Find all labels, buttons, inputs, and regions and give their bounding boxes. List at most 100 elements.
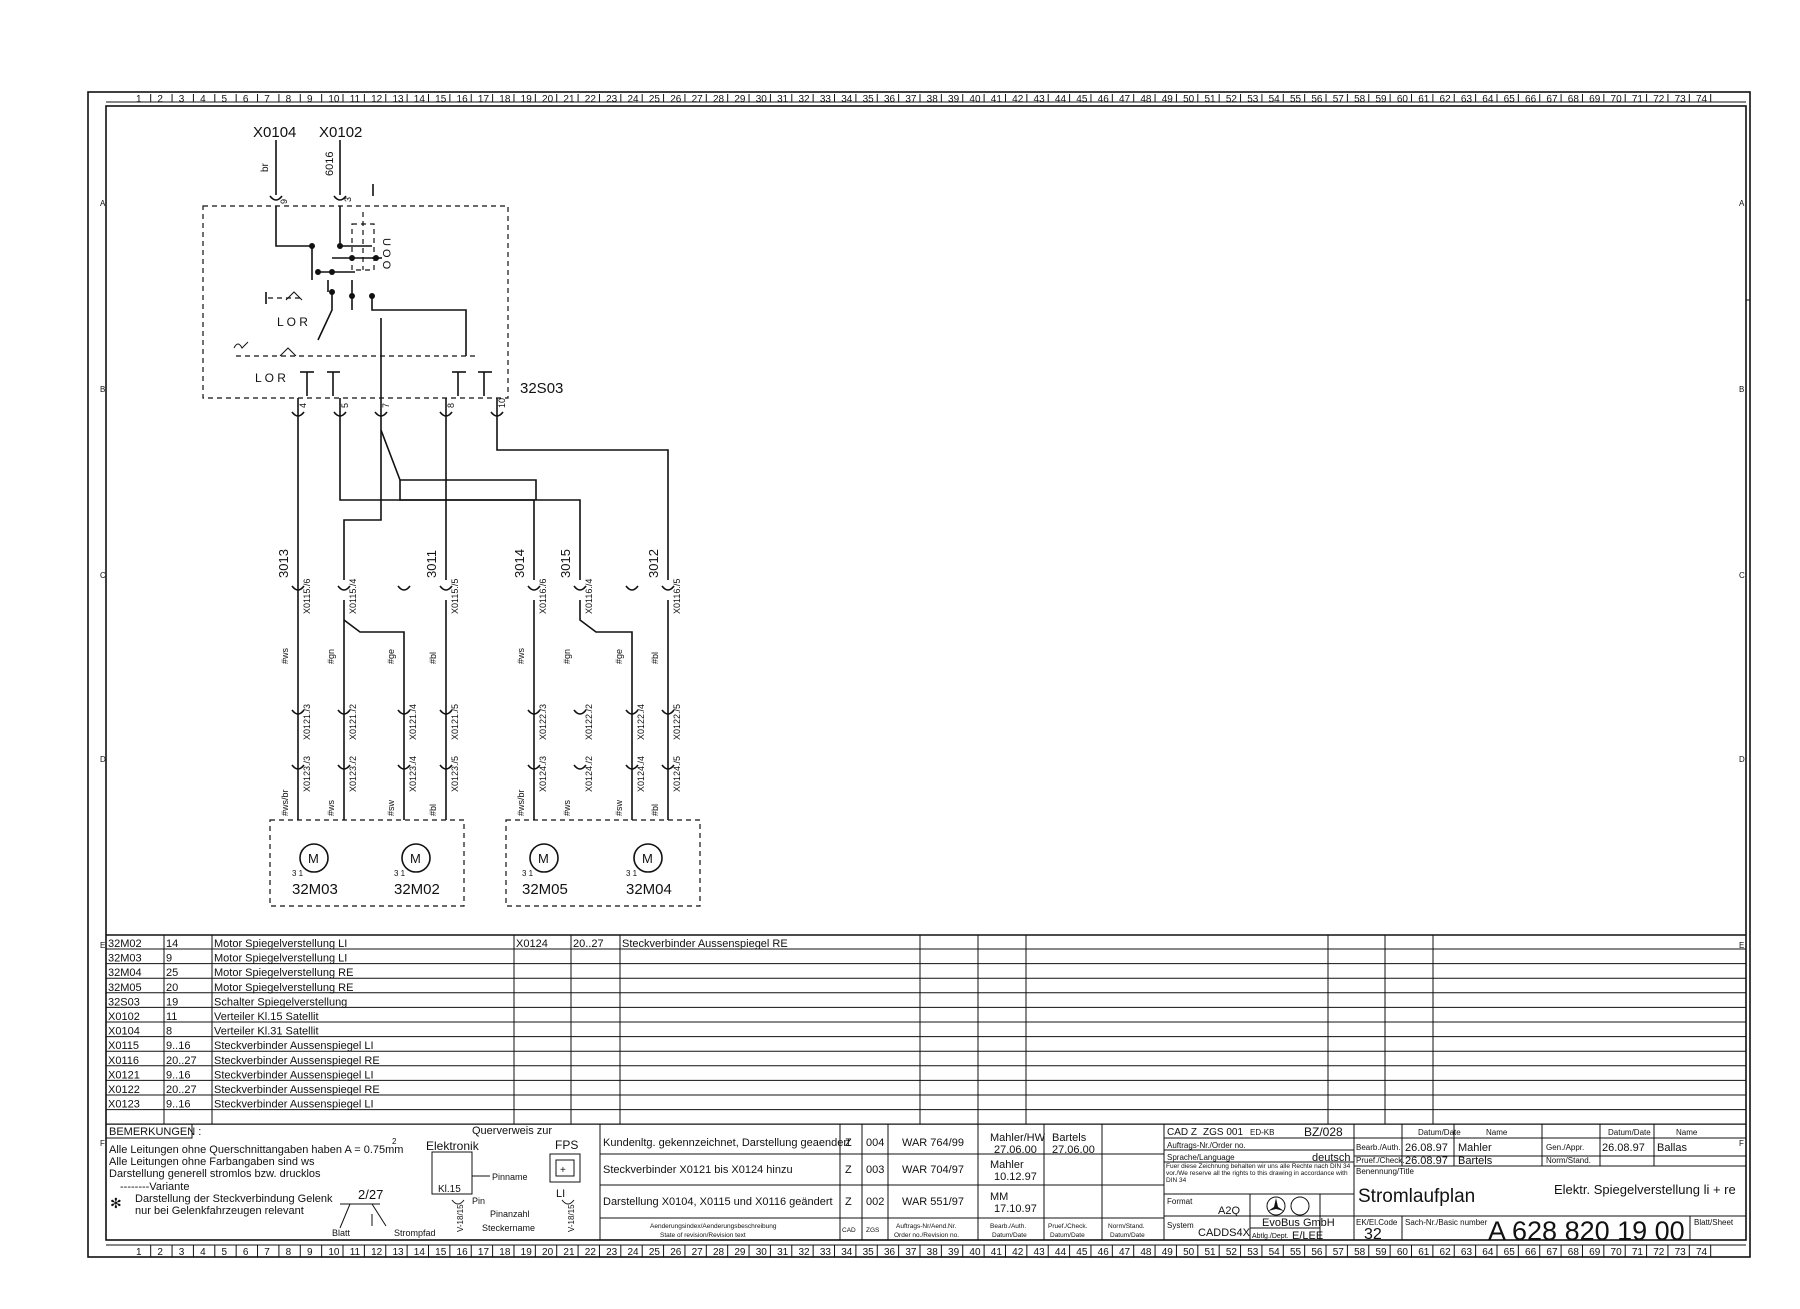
- parts-table-cell: 32M05: [108, 982, 142, 994]
- ruler-bottom-number: 58: [1354, 1247, 1366, 1258]
- motor-label: 32M05: [522, 881, 568, 898]
- tb-pruef-name: Bartels: [1458, 1155, 1493, 1167]
- row-label-right: C: [1739, 571, 1745, 580]
- ruler-bottom-number: 8: [286, 1247, 292, 1258]
- tb-system: CADDS4X: [1198, 1227, 1251, 1239]
- parts-table-cell: 11: [166, 1011, 177, 1023]
- ruler-top-number: 46: [1098, 94, 1110, 105]
- ruler-top-number: 12: [371, 94, 383, 105]
- ruler-bottom-number: 29: [734, 1247, 746, 1258]
- revision-header: Datum/Date: [1050, 1232, 1085, 1239]
- parts-table-cell: 20..27: [166, 1055, 197, 1067]
- tb-bz: BZ/028: [1304, 1125, 1343, 1139]
- row-label-right: A: [1739, 199, 1745, 208]
- ruler-top-number: 30: [756, 94, 768, 105]
- ruler-bottom-number: 25: [649, 1247, 661, 1258]
- pin-label: X0121./5: [450, 704, 460, 740]
- revision-checker-date: 27.06.00: [1052, 1144, 1095, 1156]
- ruler-top-number: 8: [286, 94, 292, 105]
- ruler-bottom-number: 5: [221, 1247, 227, 1258]
- tb-sach-label: Sach-Nr./Basic number: [1405, 1218, 1488, 1227]
- ruler-bottom-number: 3: [179, 1247, 185, 1258]
- parts-table-cell: 9..16: [166, 1040, 190, 1052]
- revision-order: WAR 764/99: [902, 1137, 964, 1149]
- ruler-top-number: 42: [1012, 94, 1024, 105]
- tb-benennung-label: Benennung/Title: [1356, 1167, 1415, 1176]
- revision-header: Datum/Date: [1110, 1232, 1145, 1239]
- ruler-bottom-number: 70: [1611, 1247, 1623, 1258]
- parts-table-cell: X0121: [108, 1069, 140, 1081]
- revision-index: 002: [866, 1196, 884, 1208]
- tb-format: A2Q: [1218, 1205, 1240, 1217]
- ruler-top-number: 34: [841, 94, 853, 105]
- revision-checker: Bartels: [1052, 1132, 1087, 1144]
- wire-number: 3012: [646, 549, 661, 578]
- tb-number: A 628 820 19 00: [1488, 1216, 1685, 1246]
- motor-symbol-icon: M: [642, 851, 653, 866]
- ruler-bottom-number: 28: [713, 1247, 725, 1258]
- parts-table-cell: 20: [166, 982, 178, 994]
- legend-kl15: Kl.15: [438, 1184, 461, 1195]
- ruler-top-number: 44: [1055, 94, 1067, 105]
- legend-steckername: Steckername: [482, 1223, 535, 1233]
- pin-label-3: 3: [343, 197, 353, 202]
- ruler-bottom-number: 26: [670, 1247, 682, 1258]
- revision-index: 004: [866, 1137, 884, 1149]
- remarks-line1: Alle Leitungen ohne Querschnittangaben h…: [109, 1144, 403, 1156]
- tb-norm-label: Norm/Stand.: [1546, 1156, 1591, 1165]
- parts-table-cell: Motor Spiegelverstellung LI: [214, 938, 347, 950]
- row-label-left: B: [100, 385, 105, 394]
- ruler-bottom-number: 68: [1568, 1247, 1580, 1258]
- revision-author: Mahler: [990, 1159, 1024, 1171]
- pin-label: X0122./3: [538, 704, 548, 740]
- revision-text: Darstellung X0104, X0115 und X0116 geänd…: [603, 1196, 833, 1208]
- remarks-block: BEMERKUNGEN : Alle Leitungen ohne Quersc…: [105, 1123, 601, 1241]
- ruler-bottom-number: 51: [1204, 1247, 1216, 1258]
- ruler-top-number: 41: [991, 94, 1003, 105]
- ruler-top-number: 7: [264, 94, 270, 105]
- tb-datum-label-1: Datum/Date: [1418, 1128, 1461, 1137]
- wire-number: 3015: [558, 549, 573, 578]
- ruler-top-number: 3: [179, 94, 185, 105]
- ruler-top-number: 5: [221, 94, 227, 105]
- pin-label: X0123./3: [302, 756, 312, 792]
- ruler-top-number: 40: [969, 94, 981, 105]
- ruler-bottom-number: 56: [1311, 1247, 1323, 1258]
- pin-label: X0116./5: [672, 579, 682, 614]
- tb-pruef-label: Pruef./Check.: [1356, 1156, 1404, 1165]
- pin-label: X0121./2: [348, 704, 358, 740]
- ruler-bottom-number: 64: [1482, 1247, 1494, 1258]
- ruler-bottom-number: 62: [1440, 1247, 1452, 1258]
- tb-zgs: ZGS 001: [1203, 1127, 1243, 1138]
- ruler-bottom-number: 63: [1461, 1247, 1473, 1258]
- company-logo-icon: [1266, 1196, 1286, 1216]
- ruler-top-number: 45: [1076, 94, 1088, 105]
- legend-v1815-left: V-18/15: [456, 1204, 465, 1232]
- ruler-top-number: 20: [542, 94, 554, 105]
- ruler-bottom-number: 12: [371, 1247, 383, 1258]
- motor-symbol-icon: M: [410, 851, 421, 866]
- revision-header: Aenderungsindex/Aenderungsbeschreibung: [650, 1223, 777, 1230]
- tb-name-label-2: Name: [1676, 1128, 1698, 1137]
- pin-label: X0124./3: [538, 756, 548, 792]
- ruler-bottom-number: 20: [542, 1247, 554, 1258]
- row-label-left: D: [100, 755, 106, 764]
- ruler-top-number: 14: [414, 94, 426, 105]
- parts-table-cell: X0115: [108, 1040, 139, 1052]
- wire-color: #bl: [650, 804, 660, 816]
- tb-pruef-date: 26.08.97: [1405, 1155, 1448, 1167]
- wire-color: #ws: [562, 799, 572, 816]
- ruler-bottom-number: 73: [1675, 1247, 1687, 1258]
- ruler-top-number: 65: [1504, 94, 1516, 105]
- pin-label: X0116./6: [538, 579, 548, 614]
- ruler-bottom-number: 61: [1418, 1247, 1430, 1258]
- company-badge-icon: [1290, 1196, 1310, 1216]
- ruler-bottom-number: 13: [392, 1247, 404, 1258]
- revision-cad: Z: [845, 1164, 852, 1176]
- revision-author-date: 10.12.97: [994, 1171, 1037, 1183]
- ruler-bottom-number: 52: [1226, 1247, 1238, 1258]
- ruler-top-number: 66: [1525, 94, 1537, 105]
- ruler-bottom-number: 30: [756, 1247, 768, 1258]
